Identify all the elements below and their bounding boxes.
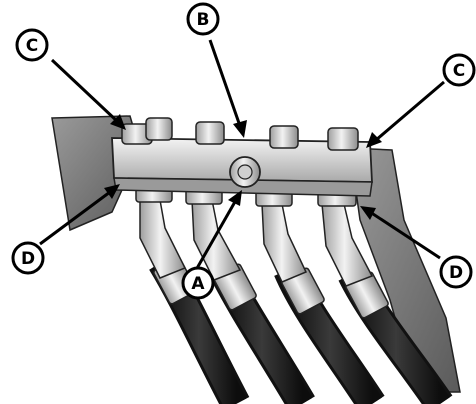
callout-d-left: D (11, 241, 45, 275)
callout-c-top-left: C (15, 28, 49, 62)
callout-c-top-right: C (442, 53, 476, 87)
callout-label: D (449, 263, 463, 283)
callout-label: D (21, 249, 35, 269)
coupler-block (111, 137, 373, 197)
callout-d-right: D (439, 255, 473, 289)
callout-a-bottom: A (181, 266, 215, 300)
callout-label: C (26, 36, 38, 56)
leader-lines (39, 39, 445, 271)
callout-label: B (197, 10, 210, 30)
callout-b-top: B (186, 2, 220, 36)
quick-couplers (121, 117, 359, 151)
callout-label: A (191, 274, 205, 294)
elbow-fittings (139, 199, 374, 287)
callout-label: C (453, 61, 465, 81)
